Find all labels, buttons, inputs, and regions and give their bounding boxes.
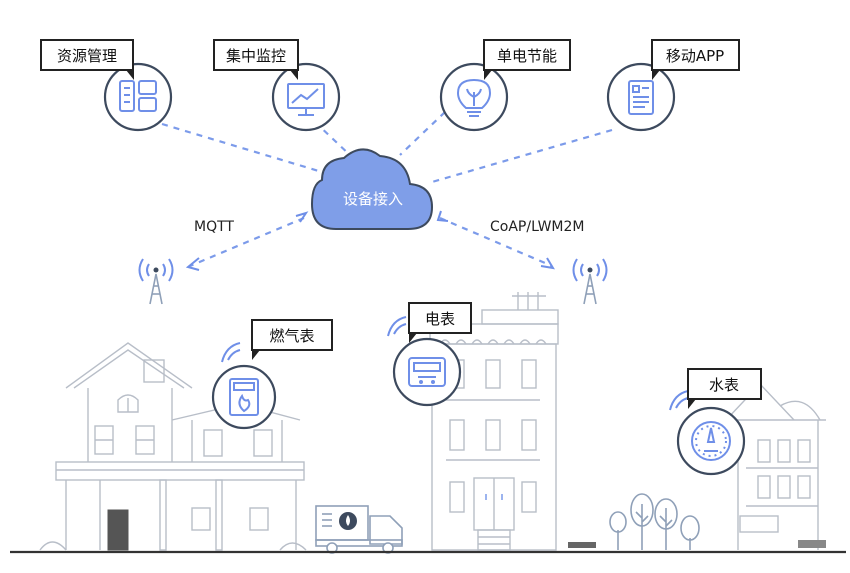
app-resource-management: 资源管理: [40, 39, 173, 132]
protocol-mqtt: MQTT: [194, 219, 234, 235]
water-meter-node: 水表: [669, 368, 762, 476]
device-access-cloud: 设备接入: [310, 148, 434, 230]
lightbulb-icon: [456, 78, 492, 117]
connection-lines: [161, 111, 613, 271]
gas-meter-node: 燃气表: [211, 319, 333, 430]
meter-label: 水表: [709, 376, 739, 394]
app-label: 单电节能: [497, 47, 557, 65]
building-right: [725, 382, 826, 550]
arrow-head: [436, 210, 449, 222]
link-coap: [439, 216, 553, 268]
arrow-head: [185, 257, 200, 271]
tag-gas: [251, 319, 333, 351]
link-energy: [399, 111, 446, 156]
electric-meter-node: 电表: [387, 302, 472, 407]
link-resource: [161, 122, 323, 174]
meter-label: 电表: [425, 310, 455, 328]
arrow-head: [540, 257, 555, 270]
link-app: [431, 128, 613, 184]
tag-resource: [40, 39, 134, 71]
link-mqtt: [189, 216, 305, 268]
arrow-head: [295, 211, 309, 223]
cloud-label: 设备接入: [343, 190, 403, 208]
truck: [315, 505, 403, 554]
house-left: [39, 342, 307, 551]
tag-energy: [483, 39, 571, 71]
building-middle: [429, 292, 559, 551]
electric-meter-icon: [408, 357, 446, 387]
app-label: 资源管理: [57, 47, 117, 65]
tag-water: [687, 368, 762, 400]
tag-mobile: [651, 39, 740, 71]
tag-electric: [408, 302, 472, 334]
tag-monitor: [213, 39, 299, 71]
water-meter-icon: [691, 421, 731, 461]
trees: [568, 493, 700, 550]
app-label: 集中监控: [226, 47, 286, 65]
bench: [568, 542, 596, 548]
resource-management-icon: [119, 80, 157, 112]
app-energy-saving: 单电节能: [439, 39, 571, 132]
antenna-tower-left: [138, 258, 174, 305]
meter-label: 燃气表: [269, 327, 314, 345]
cloud-icon: [310, 148, 434, 230]
protocol-coap: CoAP/LWM2M: [490, 219, 585, 235]
monitor-chart-icon: [287, 83, 325, 116]
link-monitor: [314, 121, 353, 158]
gas-meter-icon: [229, 378, 259, 416]
antenna-tower-right: [572, 258, 608, 305]
mobile-app-icon: [628, 80, 654, 115]
app-label: 移动APP: [666, 47, 724, 65]
app-central-monitor: 集中监控: [213, 39, 341, 132]
app-mobile: 移动APP: [606, 39, 740, 132]
